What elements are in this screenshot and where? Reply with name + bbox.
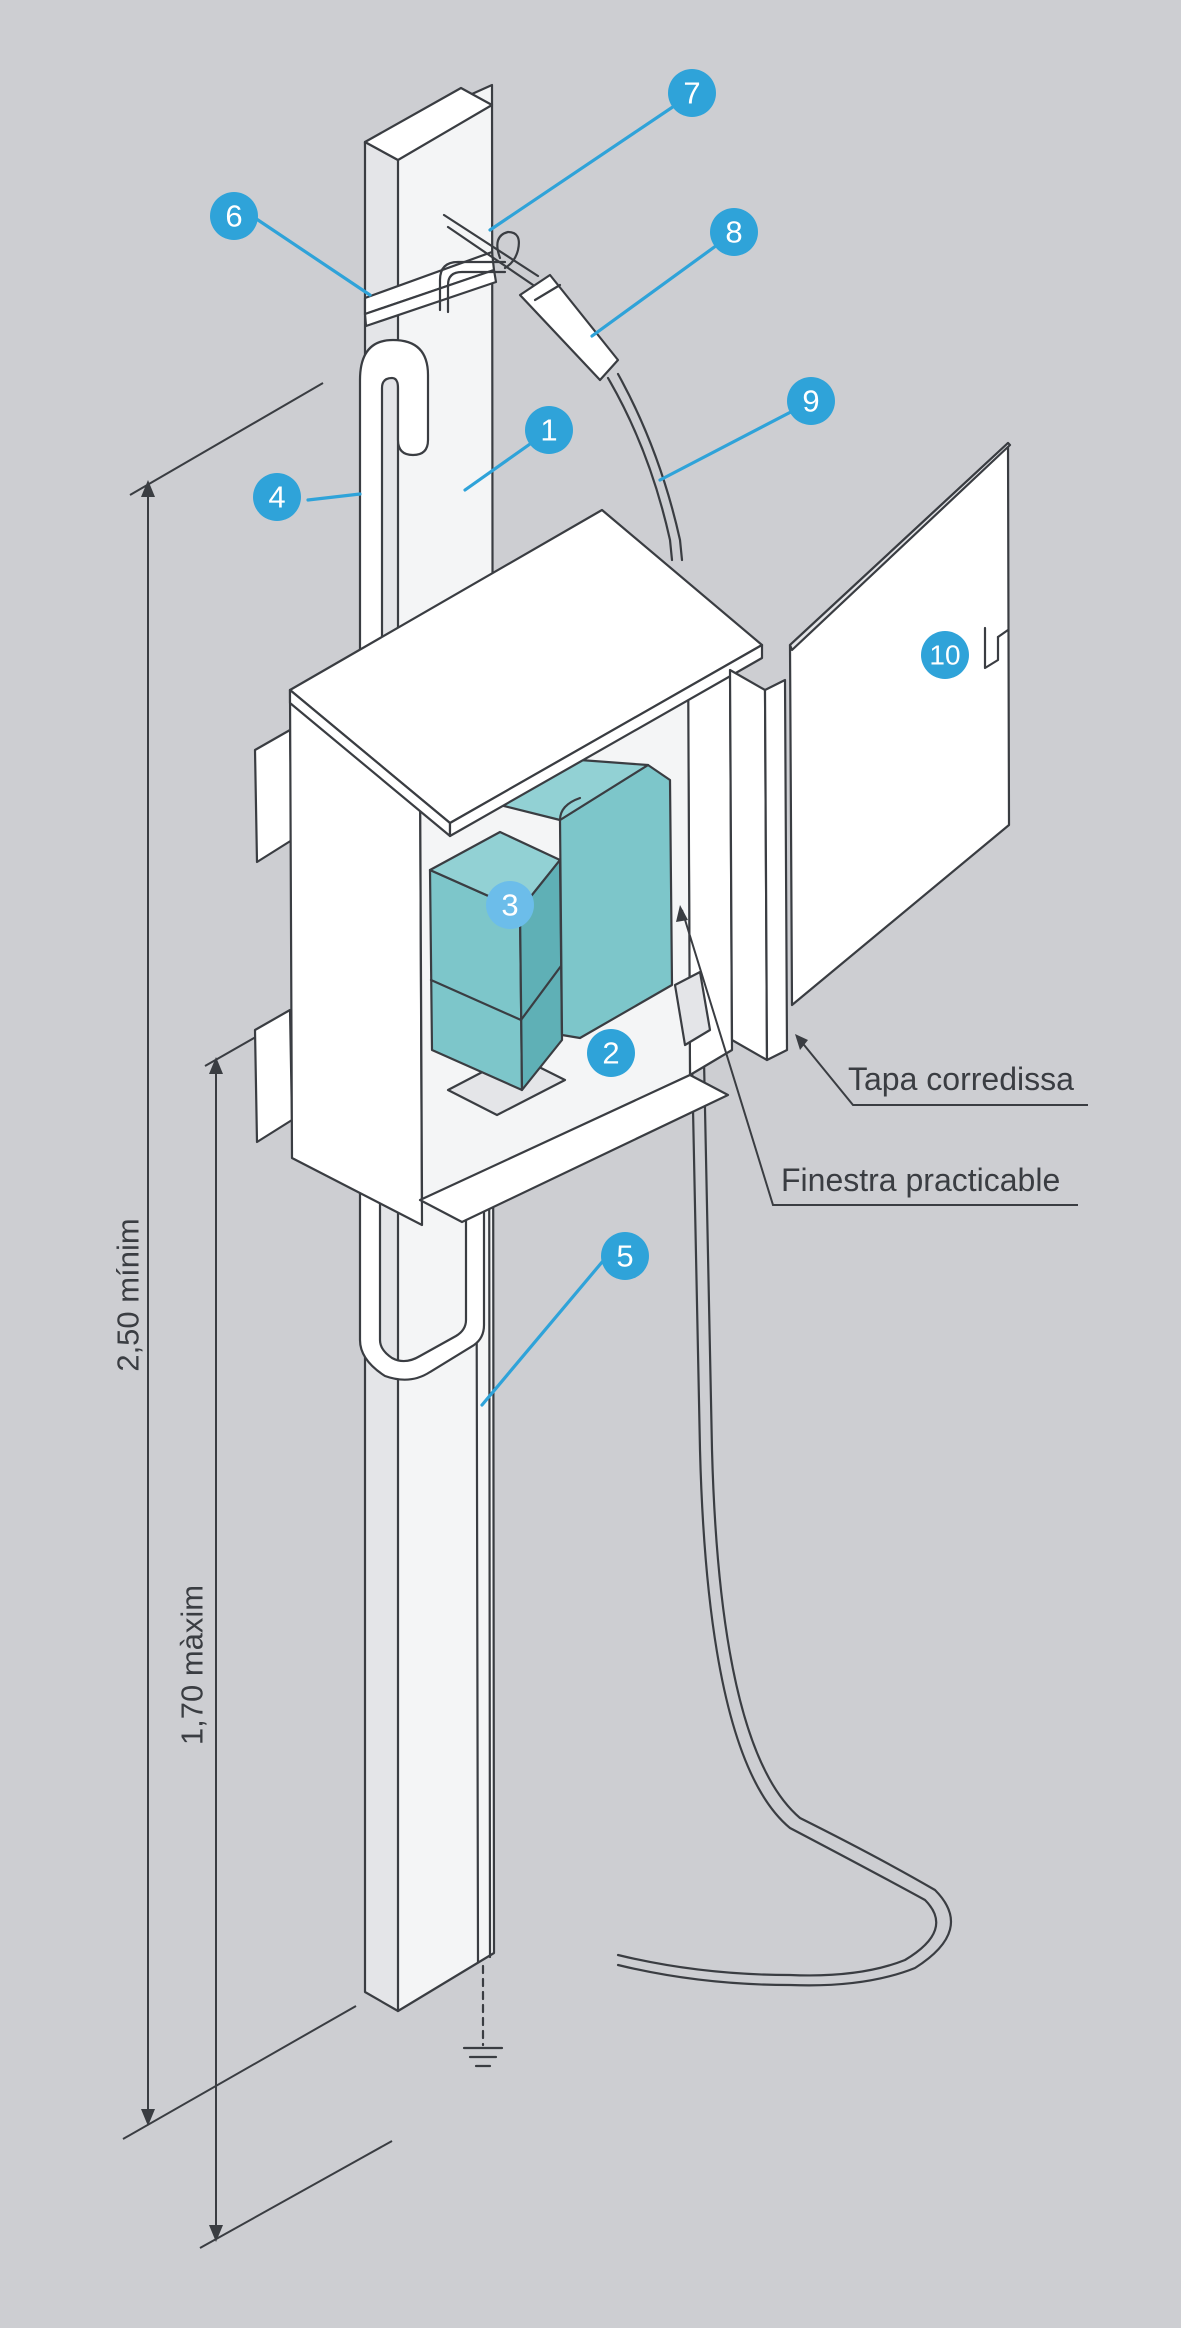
svg-text:10: 10 bbox=[929, 640, 960, 671]
callout-6: 6 bbox=[210, 192, 258, 240]
svg-text:2: 2 bbox=[602, 1036, 619, 1071]
sliding-cover-label: Tapa corredissa bbox=[848, 1061, 1074, 1097]
svg-text:6: 6 bbox=[225, 199, 242, 234]
opening-window-label: Finestra practicable bbox=[781, 1162, 1060, 1198]
dimension-lines bbox=[122, 382, 393, 2249]
label-leaders bbox=[676, 905, 1088, 1206]
callout-5: 5 bbox=[601, 1232, 649, 1280]
svg-text:4: 4 bbox=[268, 480, 285, 515]
pole-strap bbox=[363, 250, 498, 328]
callout-4: 4 bbox=[253, 473, 301, 521]
box-height-label: 1,70 màxim bbox=[175, 1585, 210, 1745]
cable-connector bbox=[518, 273, 620, 382]
callout-1: 1 bbox=[525, 406, 573, 454]
service-cable bbox=[616, 1058, 952, 1987]
door-panel bbox=[788, 441, 1012, 1007]
svg-text:9: 9 bbox=[802, 384, 819, 419]
total-height-label: 2,50 mínim bbox=[111, 1218, 146, 1371]
svg-text:1: 1 bbox=[540, 413, 557, 448]
enclosure-roof bbox=[288, 508, 764, 838]
sliding-cover bbox=[728, 668, 789, 1062]
svg-text:3: 3 bbox=[501, 888, 518, 923]
callout-9: 9 bbox=[787, 377, 835, 425]
hook bbox=[438, 213, 540, 314]
callout-3: 3 bbox=[486, 881, 534, 929]
upper-conduit bbox=[358, 338, 430, 652]
callout-2: 2 bbox=[587, 1029, 635, 1077]
ground-icon bbox=[462, 1964, 504, 2068]
svg-text:5: 5 bbox=[616, 1239, 633, 1274]
callout-7: 7 bbox=[668, 69, 716, 117]
overhead-cable bbox=[606, 376, 674, 562]
callout-10: 10 bbox=[921, 631, 969, 679]
svg-text:7: 7 bbox=[683, 76, 700, 111]
svg-text:8: 8 bbox=[725, 215, 742, 250]
callout-8: 8 bbox=[710, 208, 758, 256]
